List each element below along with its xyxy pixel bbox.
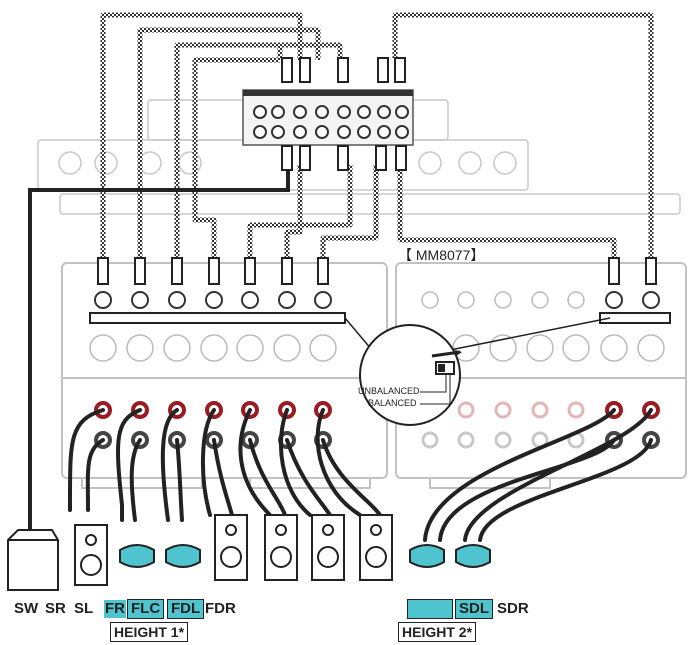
label-fdr: FDR <box>205 600 236 617</box>
label-sdl: SDL <box>455 599 493 619</box>
speaker-terminals-right <box>421 401 660 449</box>
subwoofer-cable <box>28 170 290 535</box>
speaker-sl-icon <box>214 514 248 581</box>
label-sw: SW <box>14 600 39 617</box>
label-sr: SR <box>45 600 66 617</box>
label-flc: FLC <box>127 599 165 619</box>
height-speaker-icon <box>119 544 491 568</box>
rca-cables <box>100 12 654 262</box>
unbalanced-label: UNBALANCED <box>358 386 420 396</box>
speaker-fdr-icon <box>359 514 393 581</box>
rca-plugs-receiver <box>97 257 657 285</box>
balanced-label: BALANCED <box>368 398 417 408</box>
label-fdl: FDL <box>167 599 205 619</box>
label-sl: SL <box>74 600 94 617</box>
balanced-switch-callout <box>344 317 611 426</box>
rca-plugs-top <box>281 57 407 171</box>
label-sdr: SDR <box>497 600 529 617</box>
xlr-connectors-top <box>58 151 517 175</box>
speaker-sr-icon <box>74 524 108 586</box>
preout-row-right <box>416 291 671 362</box>
label-fr: FR <box>104 600 126 618</box>
preout-row-left <box>89 291 346 362</box>
subwoofer-icon <box>7 529 59 591</box>
label-height2-left <box>407 599 453 619</box>
group-height1: HEIGHT 1* <box>110 622 189 642</box>
group-height2: HEIGHT 2* <box>398 622 477 642</box>
amp-input-panel <box>242 89 414 146</box>
speaker-flc-icon <box>311 514 345 581</box>
speaker-fr-icon <box>264 514 298 581</box>
model-label: 【 MM8077】 <box>398 247 485 263</box>
speaker-wires <box>68 408 653 542</box>
